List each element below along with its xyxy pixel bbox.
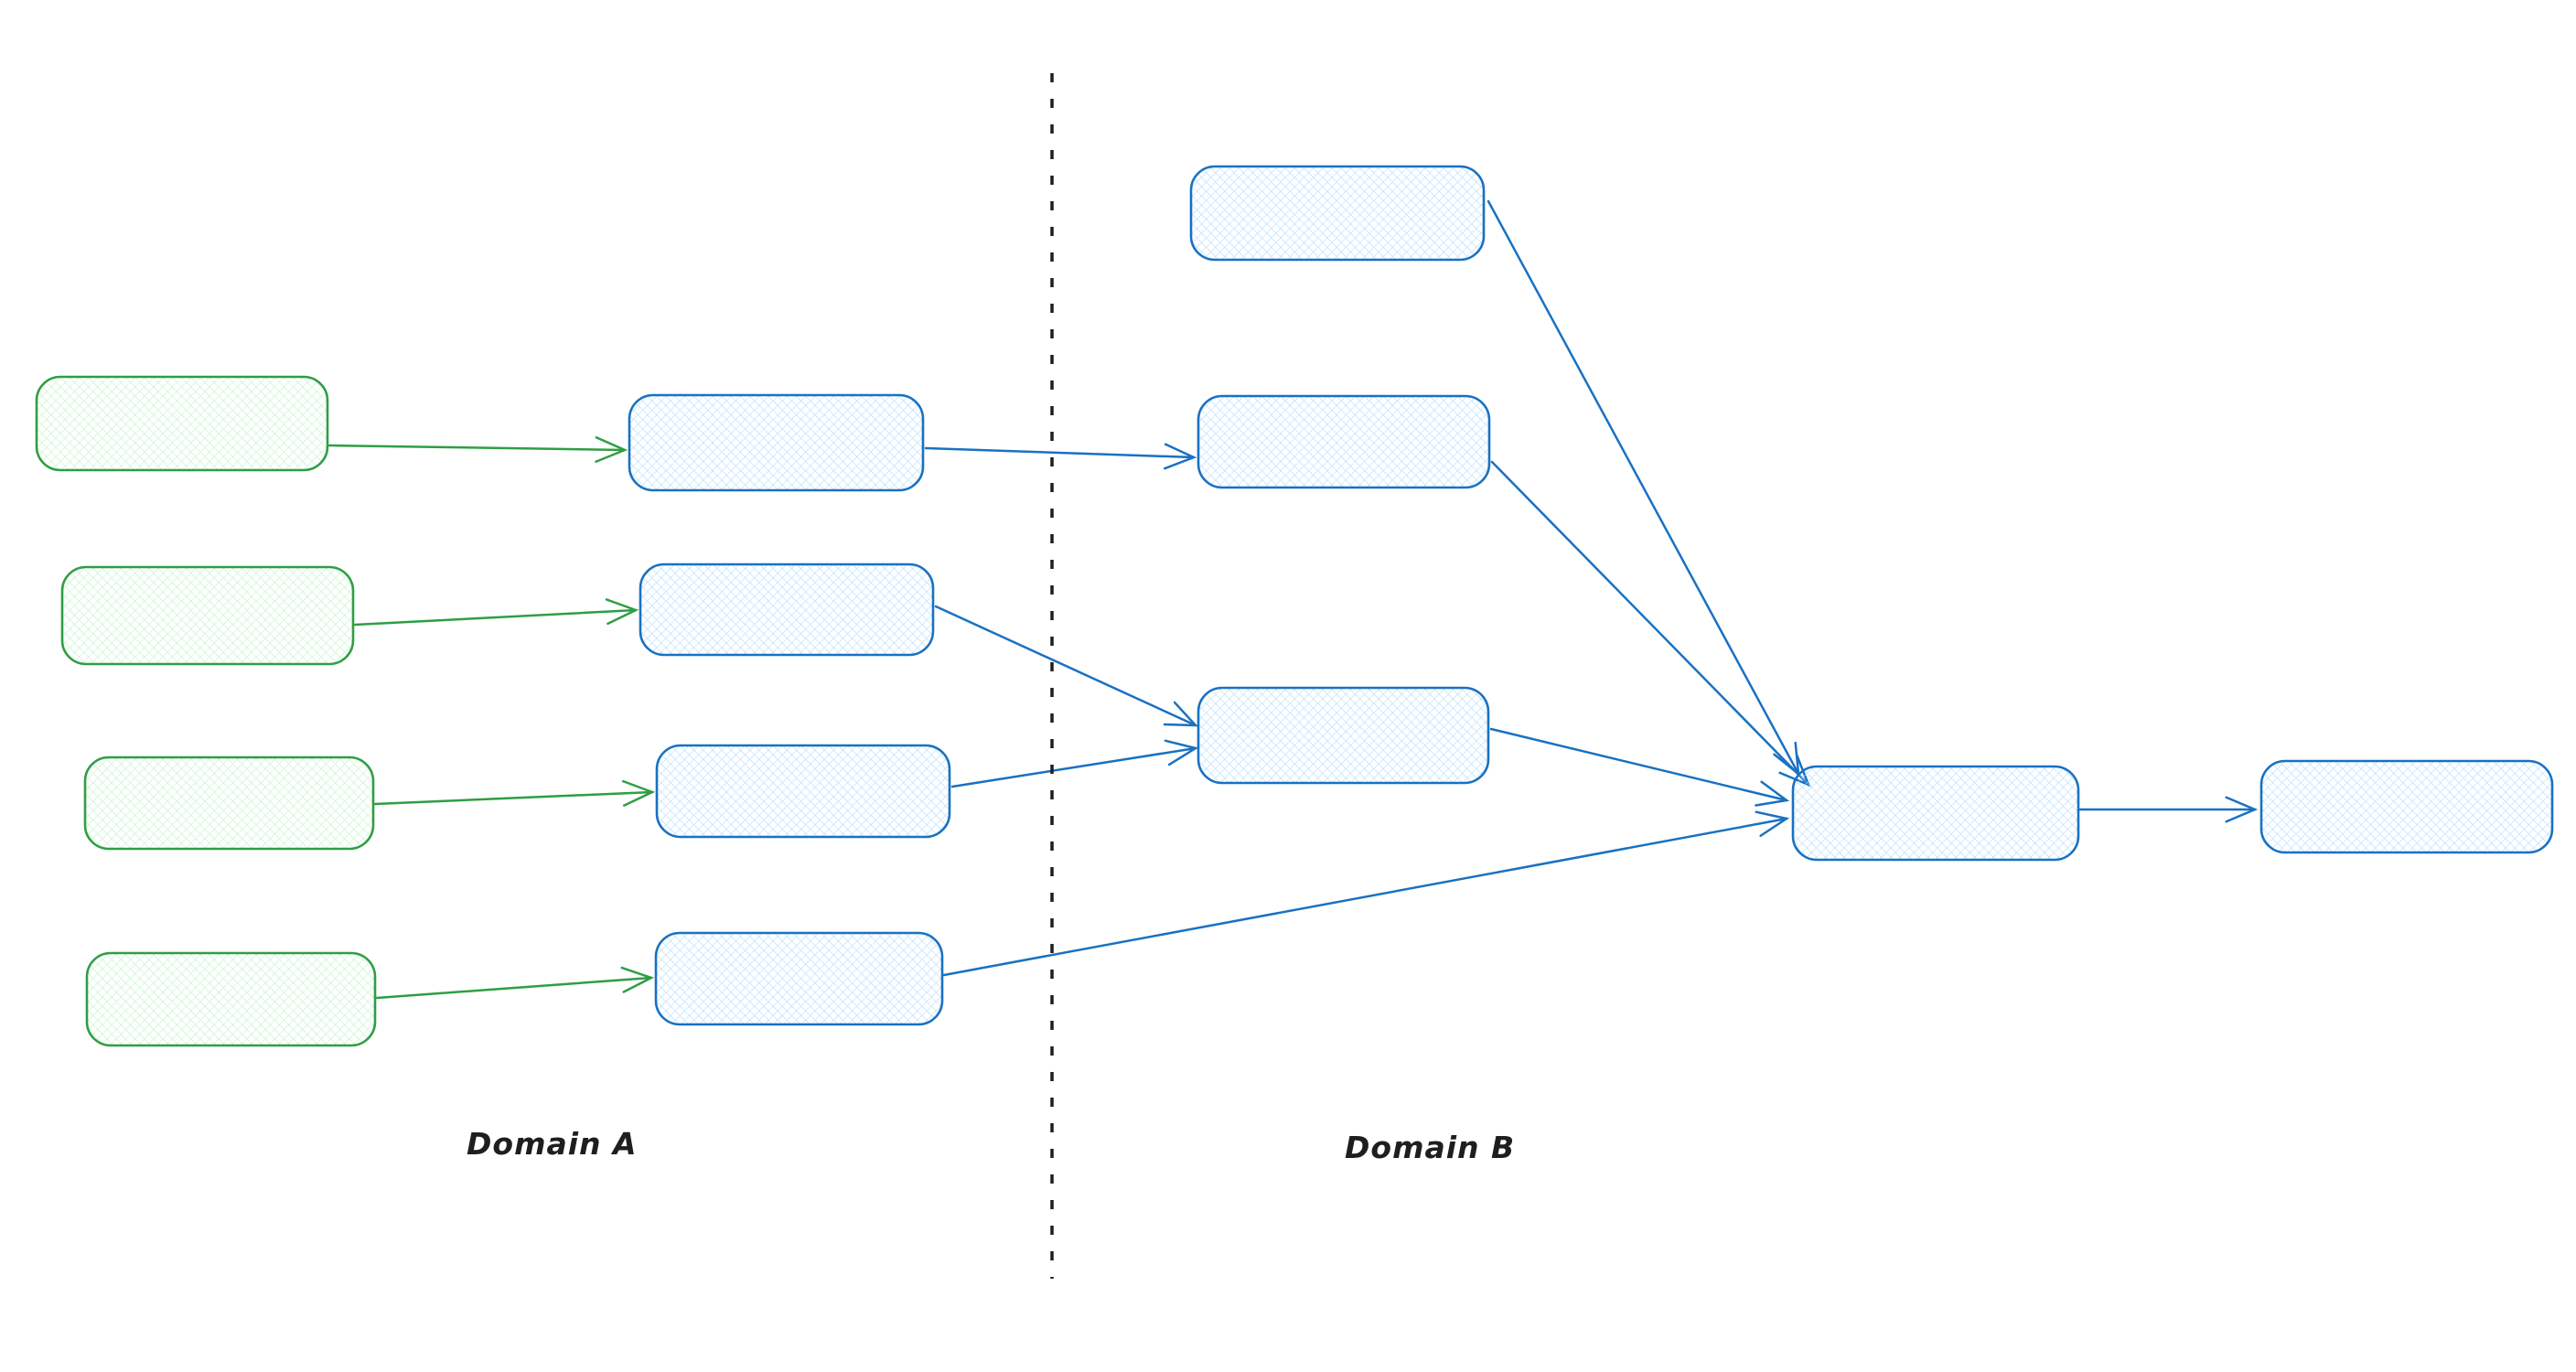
node-a-stage-1-box [628, 393, 925, 492]
node-a-source-3-box [83, 756, 375, 851]
edge-a-source-3-to-a-stage-3 [373, 779, 656, 807]
node-b-stage-2-box [1197, 394, 1491, 489]
node-b-stage-3-box [1197, 686, 1490, 785]
arrowhead-icon [1163, 701, 1198, 727]
edge-b-stage-3-to-b-merge [1489, 727, 1790, 807]
domain-a-label: Domain A [467, 1126, 638, 1162]
edge-line [934, 605, 1197, 727]
node-b-merge-box [1791, 765, 2080, 862]
edge-line [353, 608, 638, 627]
node-a-stage-2 [639, 563, 935, 657]
edge-a-stage-2-to-b-stage-3 [934, 605, 1198, 727]
arrowhead-icon [620, 966, 655, 993]
arrowhead-icon [595, 436, 628, 464]
edge-a-source-2-to-a-stage-2 [353, 598, 639, 627]
edge-line [375, 976, 653, 1000]
node-a-stage-1 [628, 393, 925, 492]
node-a-stage-2-box [639, 563, 935, 657]
edge-a-source-4-to-a-stage-4 [375, 966, 655, 1000]
node-a-source-2 [60, 565, 355, 666]
node-a-stage-3 [655, 744, 951, 839]
node-a-stage-3-box [655, 744, 951, 839]
arrowhead-icon [621, 779, 656, 807]
arrowhead-icon [1164, 443, 1197, 470]
node-b-stage-3 [1197, 686, 1490, 785]
edge-b-stage-2-to-b-merge [1490, 460, 1811, 788]
node-a-source-4 [85, 951, 377, 1047]
arrowhead-icon [1164, 739, 1199, 766]
node-b-stage-2 [1197, 394, 1491, 489]
edge-line [1489, 727, 1788, 802]
edge-line [1490, 460, 1810, 787]
node-a-source-2-box [60, 565, 355, 666]
node-a-source-1 [35, 375, 329, 472]
edge-line [942, 817, 1788, 977]
edge-line [327, 444, 627, 452]
edge-line [1487, 199, 1800, 776]
node-a-stage-4 [654, 931, 944, 1026]
arrowhead-icon [1755, 810, 1790, 837]
edge-b-stage-1-to-b-merge [1487, 199, 1800, 777]
node-a-stage-4-box [654, 931, 944, 1026]
nodes-layer [35, 165, 2554, 1047]
node-b-stage-1-box [1189, 165, 1486, 262]
node-b-merge [1791, 765, 2080, 862]
edge-a-source-1-to-a-stage-1 [327, 436, 628, 464]
edge-a-stage-1-to-b-stage-2 [924, 443, 1197, 470]
node-b-output [2259, 759, 2554, 854]
edge-a-stage-4-to-b-merge [942, 810, 1790, 977]
node-a-source-1-box [35, 375, 329, 472]
arrowhead-icon [605, 598, 639, 626]
edge-a-stage-3-to-b-stage-3 [950, 739, 1199, 788]
edges-layer [327, 199, 2259, 1000]
node-a-source-3 [83, 756, 375, 851]
node-b-output-box [2259, 759, 2554, 854]
node-a-source-4-box [85, 951, 377, 1047]
edge-line [373, 790, 654, 806]
domain-b-label: Domain B [1345, 1130, 1515, 1165]
node-b-stage-1 [1189, 165, 1486, 262]
arrowhead-icon [2225, 796, 2259, 823]
edge-line [950, 746, 1197, 788]
edge-line [924, 446, 1196, 459]
edge-b-merge-to-b-output [2078, 796, 2259, 823]
arrowhead-icon [1755, 780, 1790, 807]
